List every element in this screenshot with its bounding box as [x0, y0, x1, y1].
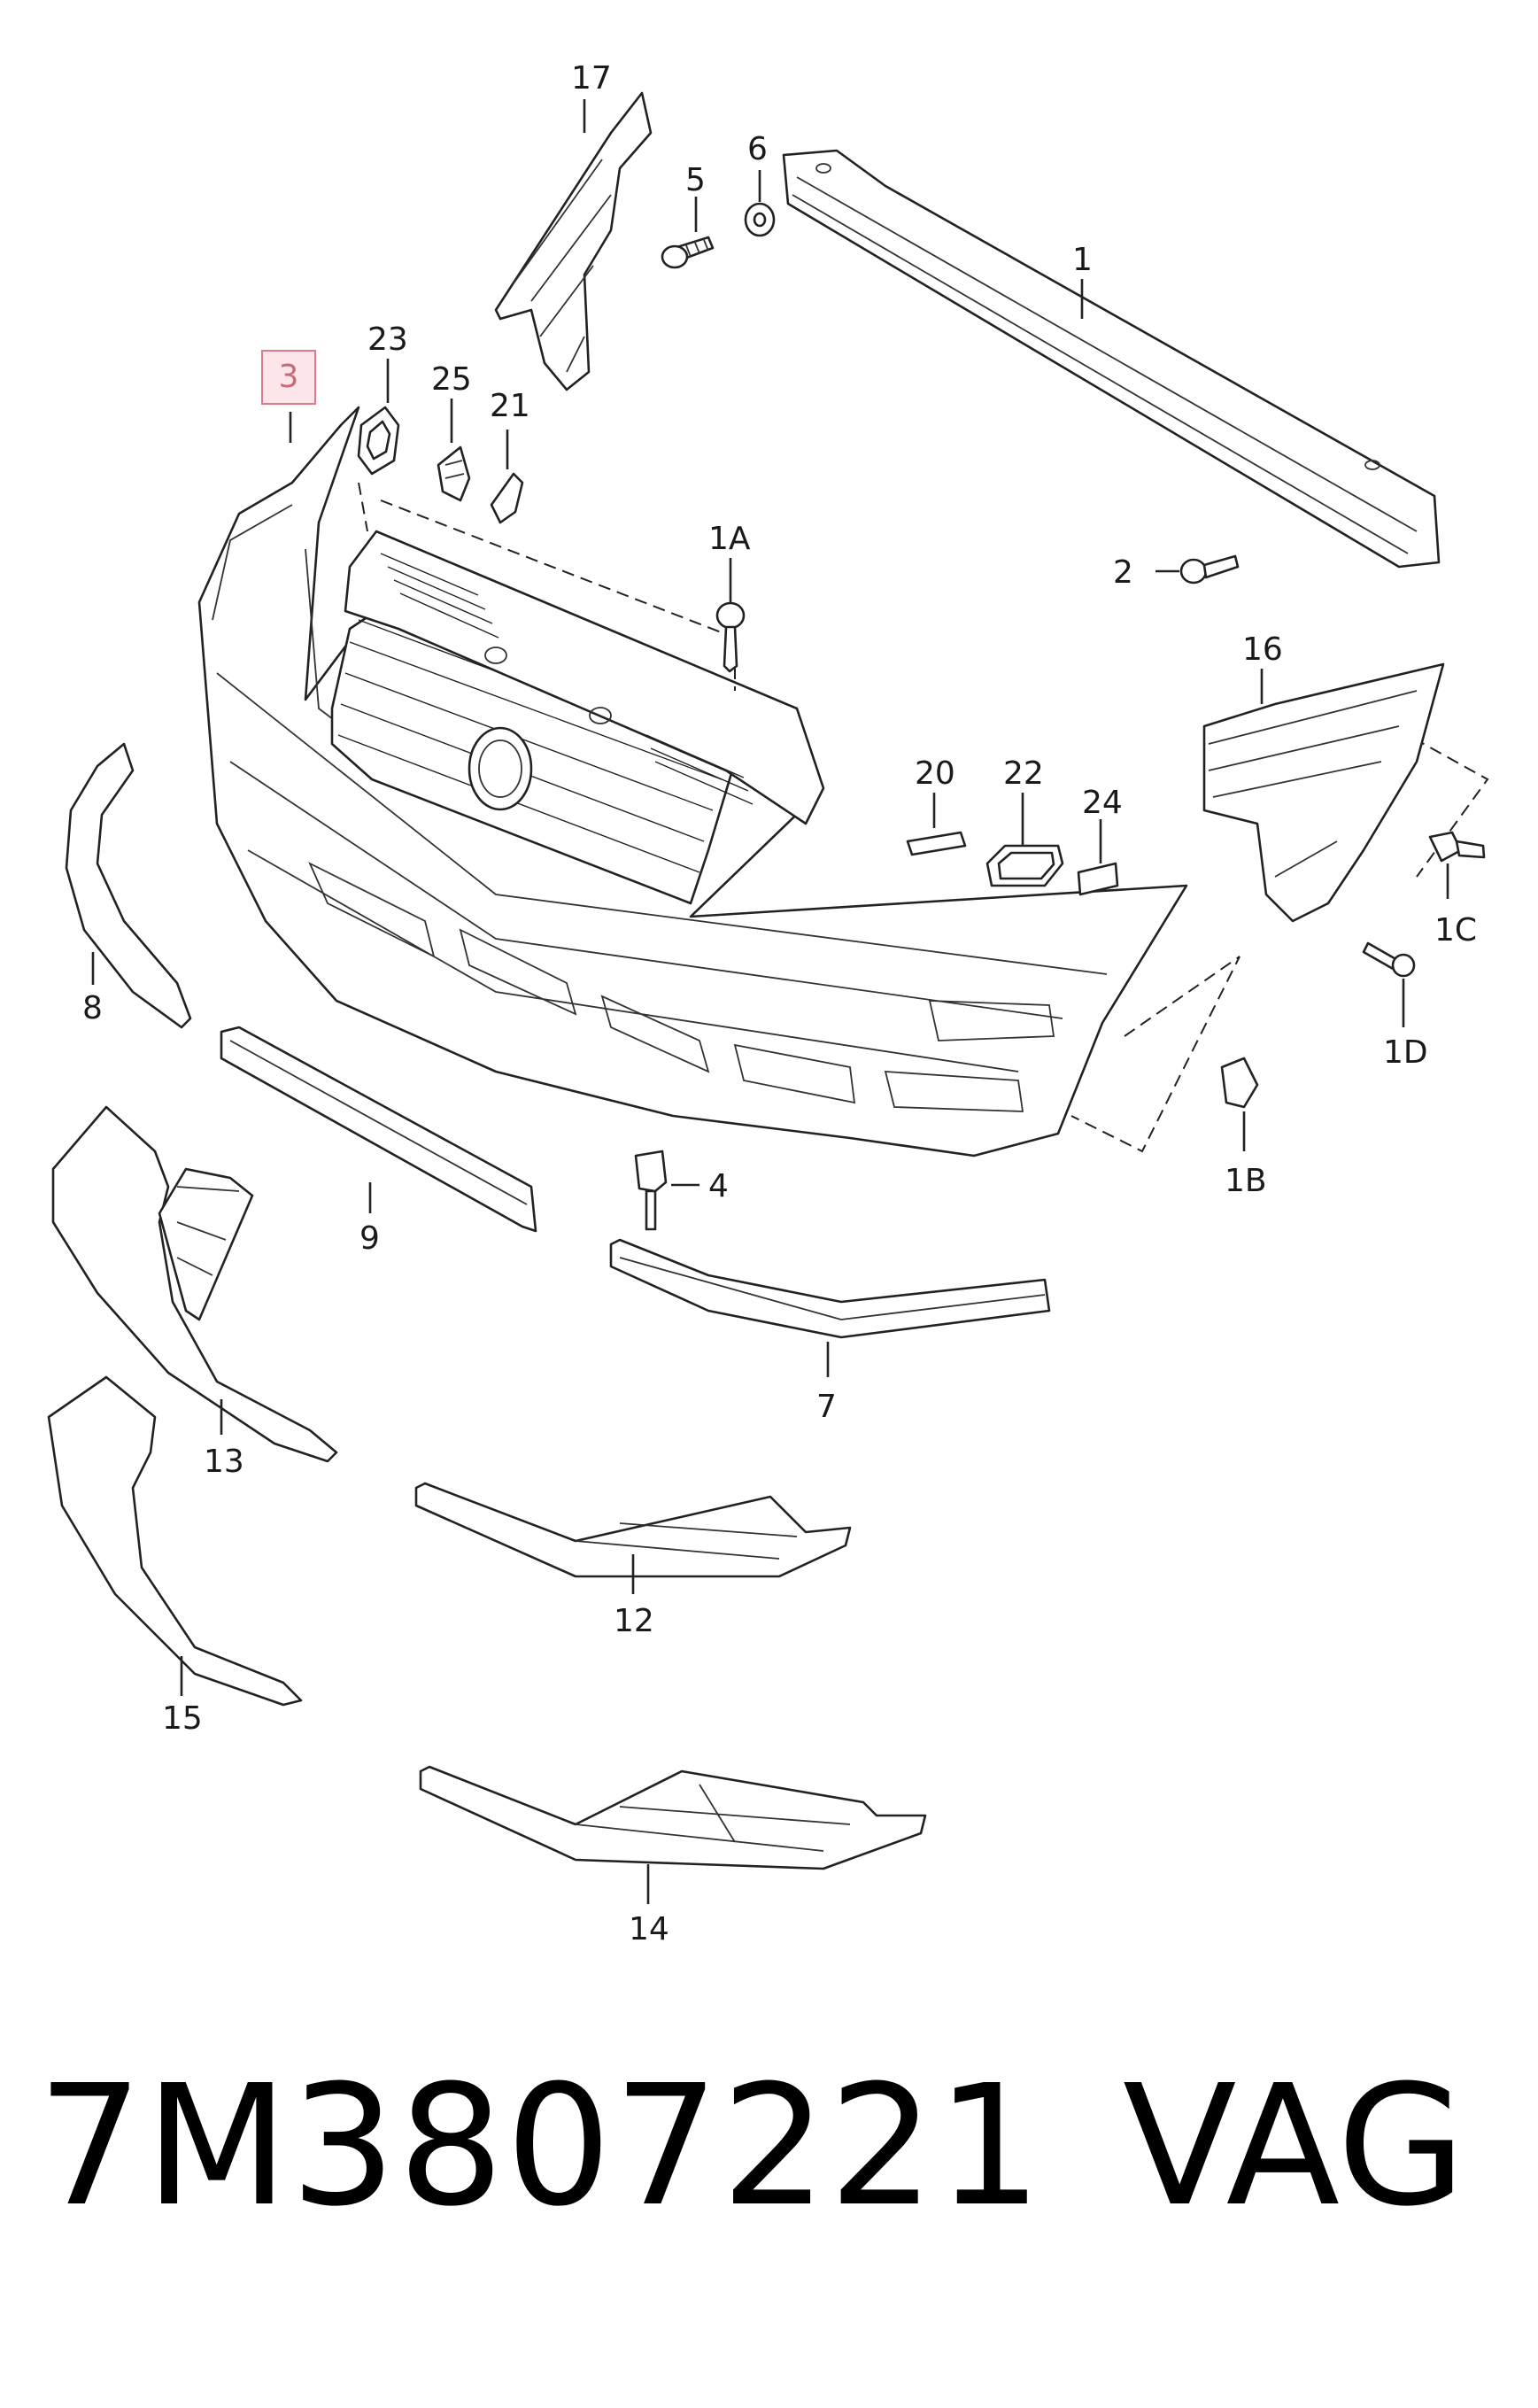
callout-4: 4 [708, 1168, 729, 1204]
part-22-frame [985, 844, 1064, 887]
part-15-spoiler [47, 1375, 303, 1707]
brand-label: VAG [1123, 2049, 1466, 2243]
part-6-washer [744, 202, 776, 237]
callout-1d: 1D [1383, 1034, 1428, 1071]
callout-12: 12 [614, 1603, 654, 1639]
callout-14: 14 [629, 1911, 669, 1947]
part-23-tow-eye-cover-frame [357, 406, 400, 476]
part-16-side-bracket [1202, 662, 1445, 923]
callout-1c: 1C [1434, 912, 1477, 948]
part-8-trim-strip [65, 742, 192, 1029]
callout-17: 17 [571, 60, 612, 97]
part-1d-bolt [1362, 941, 1416, 978]
callout-1b: 1B [1225, 1163, 1267, 1199]
part-3-bumper-cover [197, 406, 1188, 1158]
callout-1a: 1A [708, 521, 751, 557]
part-14-under-panel [419, 1765, 927, 1870]
callout-9: 9 [359, 1220, 380, 1257]
callout-labels: 17 6 5 1 23 25 21 1A 2 16 20 22 24 8 1C … [82, 60, 1477, 1947]
callout-13: 13 [204, 1444, 244, 1480]
callout-16: 16 [1242, 631, 1283, 668]
part-21-cap [490, 472, 524, 524]
callout-20: 20 [915, 755, 955, 792]
callout-15: 15 [162, 1700, 203, 1737]
callout-7: 7 [816, 1389, 837, 1425]
callout-3-highlighted[interactable]: 3 [278, 359, 299, 395]
leader-lines [91, 99, 1449, 1904]
callout-1: 1 [1072, 242, 1093, 278]
part-5-bolt [661, 236, 715, 269]
part-7-lower-strip [609, 1238, 1051, 1339]
part-1-bumper-beam [782, 149, 1441, 569]
part-20-cap [906, 831, 967, 856]
callout-23: 23 [367, 321, 408, 358]
part-1c-fastener [1428, 831, 1486, 863]
part-number-label: 7M3807221 [37, 2049, 1045, 2243]
part-9-center-strip [220, 1026, 537, 1233]
highlighted-callout-box[interactable] [261, 350, 316, 405]
part-1a-bolt [715, 601, 746, 673]
callout-8: 8 [82, 990, 103, 1026]
part-4-clip [634, 1150, 668, 1231]
callout-24: 24 [1082, 785, 1123, 821]
callout-2: 2 [1113, 554, 1133, 591]
callout-5: 5 [685, 162, 706, 198]
callout-22: 22 [1003, 755, 1044, 792]
part-12-under-panel [414, 1482, 852, 1578]
callout-21: 21 [490, 388, 530, 424]
part-13-spoiler [51, 1105, 338, 1463]
part-25-clip [437, 445, 471, 502]
part-2-bolt [1179, 554, 1240, 585]
part-17-bracket [494, 91, 653, 391]
part-24-clip [1077, 862, 1119, 896]
callout-6: 6 [747, 131, 768, 167]
callout-25: 25 [431, 361, 472, 398]
part-1b-clip [1220, 1057, 1259, 1109]
